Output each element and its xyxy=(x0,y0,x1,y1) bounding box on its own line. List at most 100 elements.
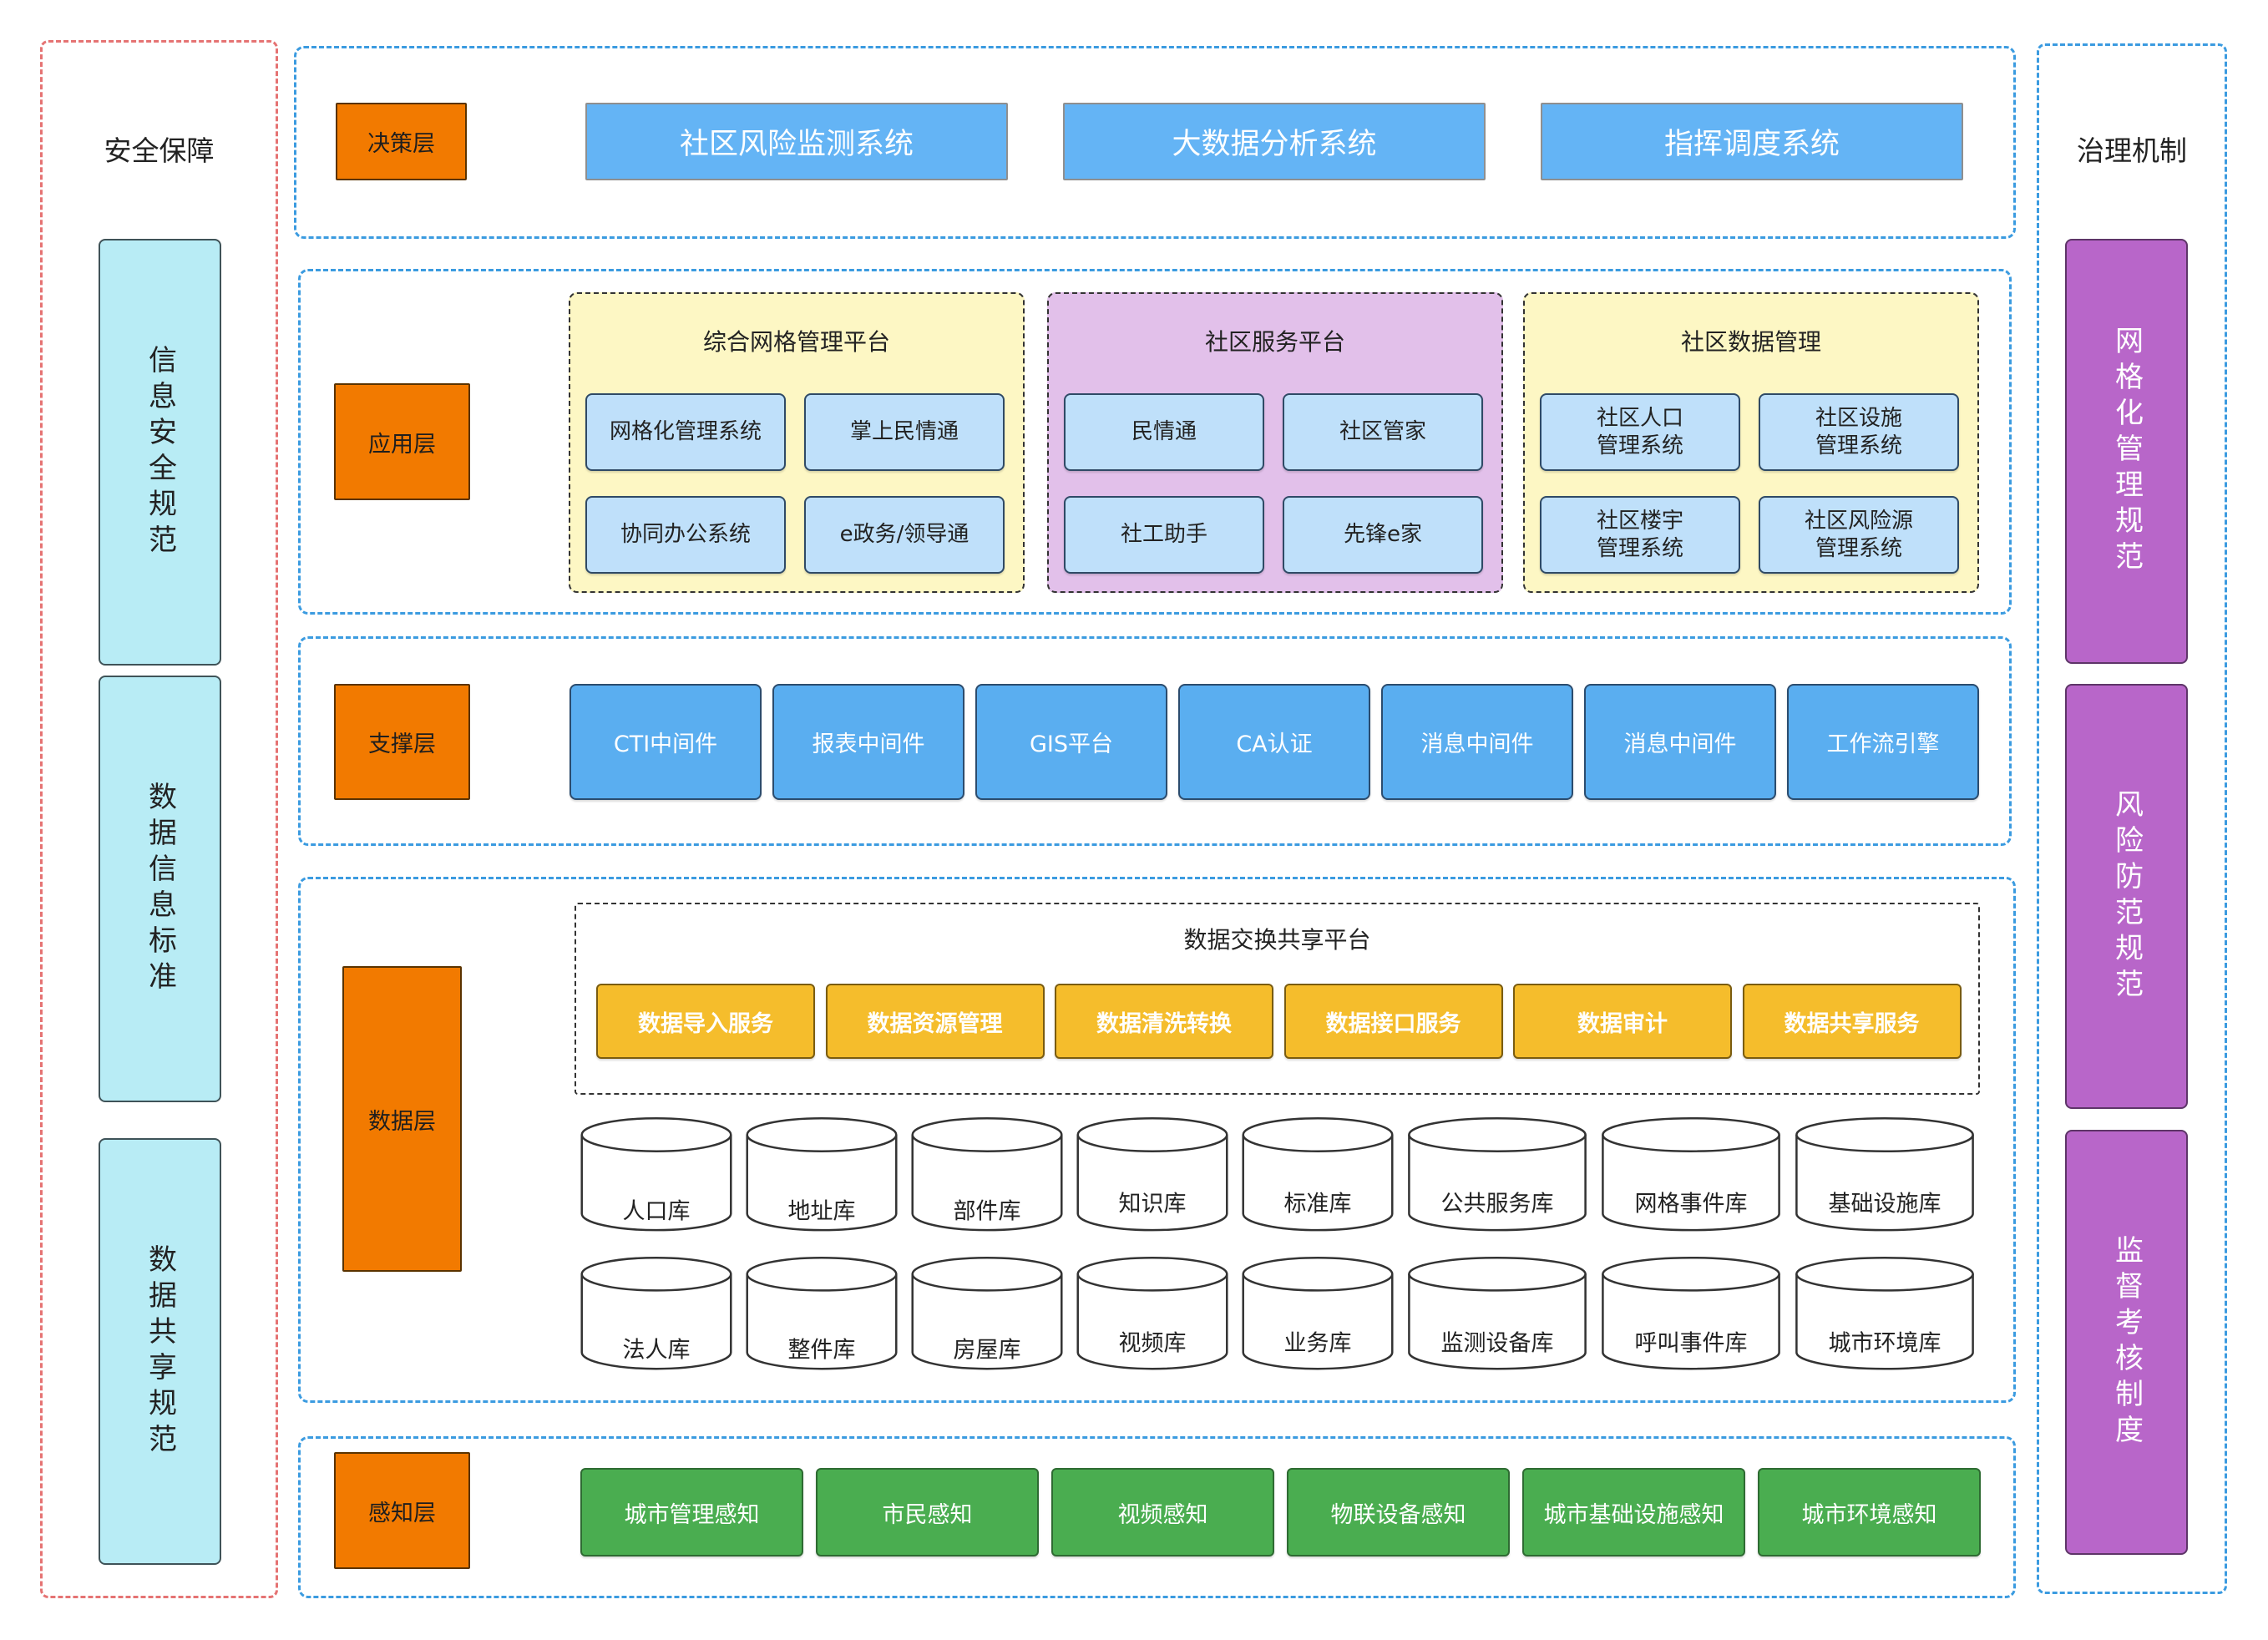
support-layer-label: 支撑层 xyxy=(334,684,470,800)
database-label: 基础设施库 xyxy=(1828,1191,1941,1217)
service-box: 数据清洗转换 xyxy=(1055,984,1273,1059)
security-item-information-security: 信息安全规范 xyxy=(99,239,221,666)
cylinder-shape xyxy=(1075,1115,1230,1233)
database-label: 呼叫事件库 xyxy=(1634,1330,1748,1357)
security-item-data-sharing: 数据共享规范 xyxy=(99,1138,221,1565)
governance-item-label: 监督考核制度 xyxy=(2109,1234,2144,1450)
cylinder-shape xyxy=(909,1115,1065,1233)
support-items-row: CTI中间件 报表中间件 GIS平台 CA认证 消息中间件 消息中间件 工作流引… xyxy=(570,684,1979,800)
security-item-label: 数据信息标准 xyxy=(143,781,177,997)
decision-systems-row: 社区风险监测系统 大数据分析系统 指挥调度系统 xyxy=(585,103,1963,180)
community-data-management-group: 社区数据管理 社区人口 管理系统 社区设施 管理系统 社区楼宇 管理系统 社区风… xyxy=(1523,292,1979,593)
database-cylinder: 标准库 xyxy=(1240,1115,1395,1233)
database-label: 部件库 xyxy=(953,1198,1021,1225)
cylinder-shape xyxy=(1075,1254,1230,1371)
service-box: 数据资源管理 xyxy=(825,984,1045,1059)
database-cylinder: 业务库 xyxy=(1240,1254,1395,1371)
app-box: 社工助手 xyxy=(1064,496,1264,574)
group-items: 网格化管理系统 掌上民情通 协同办公系统 e政务/领导通 xyxy=(585,393,1005,574)
platform-title: 数据交换共享平台 xyxy=(1183,926,1371,954)
app-box: 社区风险源 管理系统 xyxy=(1759,496,1959,574)
database-label: 知识库 xyxy=(1118,1191,1187,1217)
support-box: 工作流引擎 xyxy=(1787,684,1979,800)
app-box: 社区设施 管理系统 xyxy=(1759,393,1959,471)
support-box: CA认证 xyxy=(1178,684,1370,800)
decision-layer-label: 决策层 xyxy=(336,103,467,180)
decision-system-box: 社区风险监测系统 xyxy=(585,103,1008,180)
database-label: 整件库 xyxy=(787,1337,856,1364)
governance-item-label: 风险防范规范 xyxy=(2109,788,2144,1005)
application-layer-label: 应用层 xyxy=(334,383,470,500)
app-box: 社区管家 xyxy=(1283,393,1483,471)
database-cylinder: 城市环境库 xyxy=(1793,1254,1977,1371)
app-box: 民情通 xyxy=(1064,393,1264,471)
perception-layer-label: 感知层 xyxy=(334,1452,470,1569)
app-box: 社区人口 管理系统 xyxy=(1540,393,1740,471)
cylinder-shape xyxy=(1793,1115,1977,1233)
app-box: 协同办公系统 xyxy=(585,496,786,574)
perception-box: 城市基础设施感知 xyxy=(1522,1468,1745,1556)
app-box: 先锋e家 xyxy=(1283,496,1483,574)
governance-item-grid-management: 网格化管理规范 xyxy=(2065,239,2188,664)
data-layer-label: 数据层 xyxy=(342,966,462,1272)
cylinder-shape xyxy=(1405,1254,1589,1371)
group-items: 民情通 社区管家 社工助手 先锋e家 xyxy=(1064,393,1483,574)
cylinder-shape xyxy=(1240,1115,1395,1233)
database-cylinder: 房屋库 xyxy=(909,1254,1065,1371)
database-cylinder: 监测设备库 xyxy=(1405,1254,1589,1371)
database-label: 公共服务库 xyxy=(1440,1191,1554,1217)
perception-items-row: 城市管理感知 市民感知 视频感知 物联设备感知 城市基础设施感知 城市环境感知 xyxy=(580,1468,1981,1556)
support-box: GIS平台 xyxy=(975,684,1167,800)
cylinder-shape xyxy=(1793,1254,1977,1371)
security-item-label: 信息安全规范 xyxy=(143,344,177,560)
service-box: 数据审计 xyxy=(1513,984,1732,1059)
database-label: 地址库 xyxy=(787,1198,856,1225)
database-cylinder: 视频库 xyxy=(1075,1254,1230,1371)
cylinder-shape xyxy=(744,1115,899,1233)
community-service-platform-group: 社区服务平台 民情通 社区管家 社工助手 先锋e家 xyxy=(1047,292,1503,593)
security-panel: 安全保障 信息安全规范 数据信息标准 数据共享规范 xyxy=(40,40,278,1598)
security-panel-title: 安全保障 xyxy=(104,134,215,167)
support-box: 报表中间件 xyxy=(772,684,964,800)
database-label: 法人库 xyxy=(622,1337,691,1364)
security-item-label: 数据共享规范 xyxy=(143,1243,177,1460)
database-cylinder: 整件库 xyxy=(744,1254,899,1371)
cylinder-shape xyxy=(1599,1254,1783,1371)
cylinder-shape xyxy=(579,1115,734,1233)
platform-services-row: 数据导入服务 数据资源管理 数据清洗转换 数据接口服务 数据审计 数据共享服务 xyxy=(596,984,1962,1059)
decision-system-box: 指挥调度系统 xyxy=(1541,103,1963,180)
database-cylinder: 公共服务库 xyxy=(1405,1115,1589,1233)
security-item-data-standard: 数据信息标准 xyxy=(99,676,221,1102)
database-label: 监测设备库 xyxy=(1440,1330,1554,1357)
database-cylinder: 网格事件库 xyxy=(1599,1115,1783,1233)
decision-layer: 决策层 社区风险监测系统 大数据分析系统 指挥调度系统 xyxy=(294,46,2016,239)
database-label: 业务库 xyxy=(1283,1330,1352,1357)
service-box: 数据导入服务 xyxy=(596,984,815,1059)
database-row-1: 人口库 地址库 部件库 知识库 标准库 公共服务库 网格事件库 基础设施库 xyxy=(579,1115,1977,1233)
cylinder-shape xyxy=(1599,1115,1783,1233)
database-cylinder: 法人库 xyxy=(579,1254,734,1371)
cylinder-shape xyxy=(744,1254,899,1371)
cylinder-shape xyxy=(909,1254,1065,1371)
support-layer: 支撑层 CTI中间件 报表中间件 GIS平台 CA认证 消息中间件 消息中间件 … xyxy=(298,636,2012,846)
cylinder-shape xyxy=(579,1254,734,1371)
app-box: 掌上民情通 xyxy=(804,393,1005,471)
database-cylinder: 地址库 xyxy=(744,1115,899,1233)
support-box: CTI中间件 xyxy=(570,684,762,800)
perception-box: 物联设备感知 xyxy=(1287,1468,1510,1556)
cylinder-shape xyxy=(1240,1254,1395,1371)
database-label: 城市环境库 xyxy=(1828,1330,1941,1357)
group-title: 社区服务平台 xyxy=(1204,328,1345,356)
group-items: 社区人口 管理系统 社区设施 管理系统 社区楼宇 管理系统 社区风险源 管理系统 xyxy=(1540,393,1959,574)
database-label: 网格事件库 xyxy=(1634,1191,1748,1217)
group-title: 综合网格管理平台 xyxy=(702,328,890,356)
app-box: 社区楼宇 管理系统 xyxy=(1540,496,1740,574)
service-box: 数据共享服务 xyxy=(1742,984,1962,1059)
data-layer: 数据层 数据交换共享平台 数据导入服务 数据资源管理 数据清洗转换 数据接口服务… xyxy=(298,877,2016,1403)
application-layer: 应用层 综合网格管理平台 网格化管理系统 掌上民情通 协同办公系统 e政务/领导… xyxy=(298,269,2012,615)
database-cylinder: 部件库 xyxy=(909,1115,1065,1233)
app-box: 网格化管理系统 xyxy=(585,393,786,471)
database-label: 人口库 xyxy=(622,1198,691,1225)
support-box: 消息中间件 xyxy=(1381,684,1573,800)
governance-item-risk-prevention: 风险防范规范 xyxy=(2065,684,2188,1109)
